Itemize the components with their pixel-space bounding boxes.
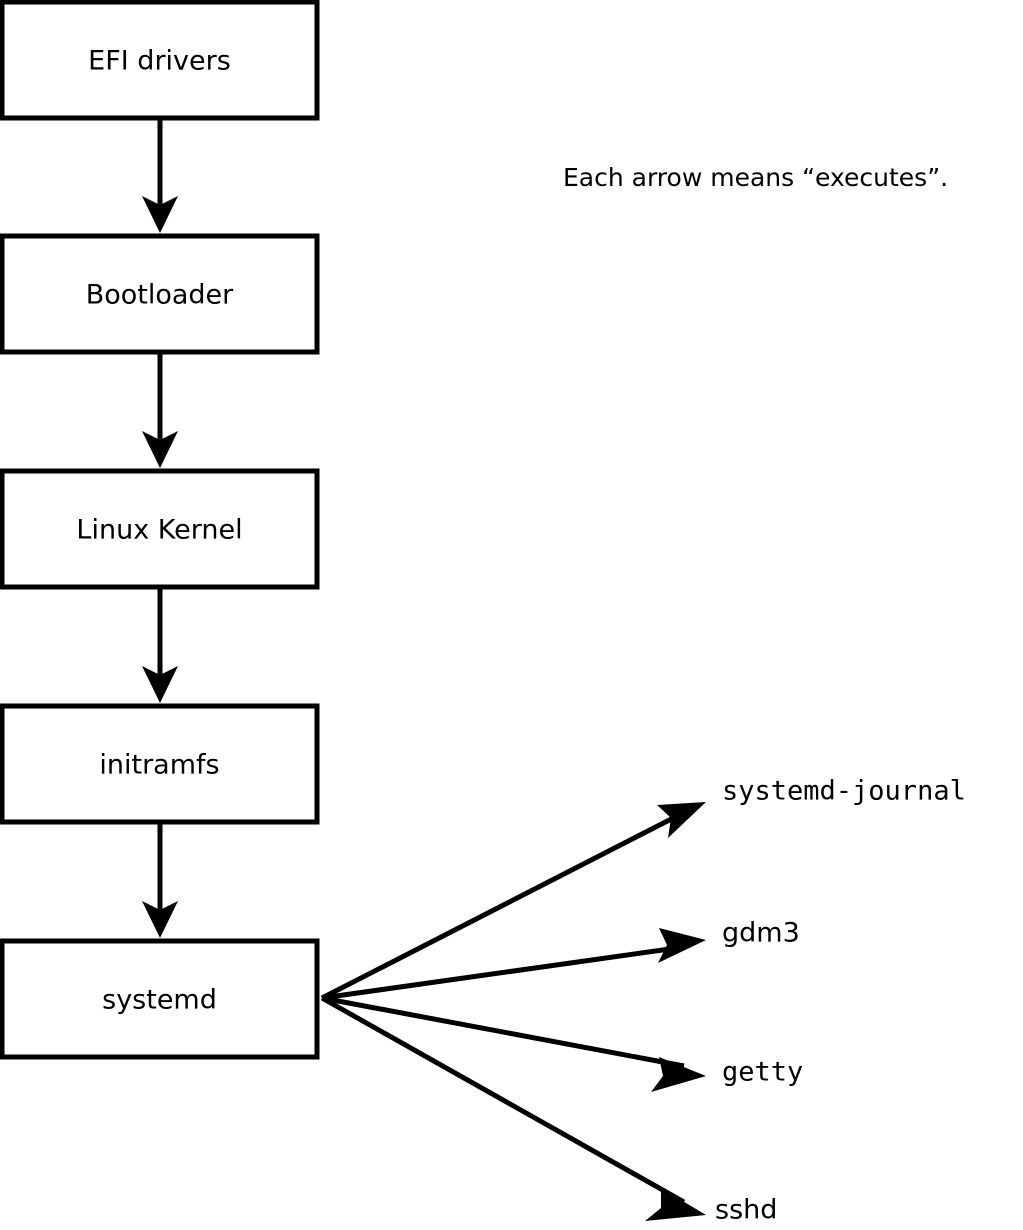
arrow-shaft bbox=[320, 810, 685, 1001]
node-efi-drivers[interactable]: EFI drivers bbox=[0, 0, 320, 121]
node-initramfs[interactable]: initramfs bbox=[0, 703, 320, 825]
node-linux-kernel[interactable]: Linux Kernel bbox=[0, 468, 320, 590]
node-box-rect bbox=[0, 233, 320, 355]
leaf-label-getty: getty bbox=[722, 1057, 803, 1088]
node-label: initramfs bbox=[99, 750, 219, 781]
arrow-head-icon bbox=[657, 802, 706, 838]
node-box-rect bbox=[0, 0, 320, 121]
arrow-head-icon bbox=[142, 666, 178, 703]
node-box-rect bbox=[0, 468, 320, 590]
arrow-systemd-to-getty bbox=[321, 995, 706, 1092]
arrow-shaft bbox=[320, 995, 686, 1205]
arrow-initramfs-to-systemd bbox=[142, 822, 178, 938]
node-box-rect bbox=[0, 938, 320, 1060]
arrow-head-icon bbox=[142, 901, 178, 938]
arrow-systemd-to-sshd bbox=[320, 995, 706, 1221]
node-label: EFI drivers bbox=[88, 46, 231, 77]
arrow-head-icon bbox=[142, 431, 178, 468]
arrow-systemd-to-gdm3 bbox=[321, 928, 706, 1001]
arrow-shaft bbox=[321, 944, 685, 1001]
node-bootloader[interactable]: Bootloader bbox=[0, 233, 320, 355]
leaf-label-sshd: sshd bbox=[715, 1195, 777, 1226]
legend-annotation: Each arrow means “executes”. bbox=[563, 163, 948, 192]
arrow-bootloader-to-kernel bbox=[142, 353, 178, 468]
arrow-head-icon bbox=[658, 928, 706, 963]
leaf-label-gdm3: gdm3 bbox=[722, 918, 800, 949]
node-systemd[interactable]: systemd bbox=[0, 938, 320, 1060]
arrow-shaft bbox=[321, 995, 685, 1069]
arrow-head-icon bbox=[651, 1057, 706, 1092]
node-label: Linux Kernel bbox=[76, 515, 242, 546]
arrow-head-icon bbox=[645, 1188, 706, 1221]
arrow-systemd-to-systemd-journal bbox=[320, 802, 706, 1001]
arrow-kernel-to-initramfs bbox=[142, 588, 178, 703]
node-label: Bootloader bbox=[86, 280, 234, 311]
leaf-label-systemd-journal: systemd-journal bbox=[722, 776, 966, 807]
arrow-head-icon bbox=[142, 196, 178, 233]
node-label: systemd bbox=[102, 985, 217, 1016]
arrow-efi-to-bootloader bbox=[142, 118, 178, 233]
node-box-rect bbox=[0, 703, 320, 825]
